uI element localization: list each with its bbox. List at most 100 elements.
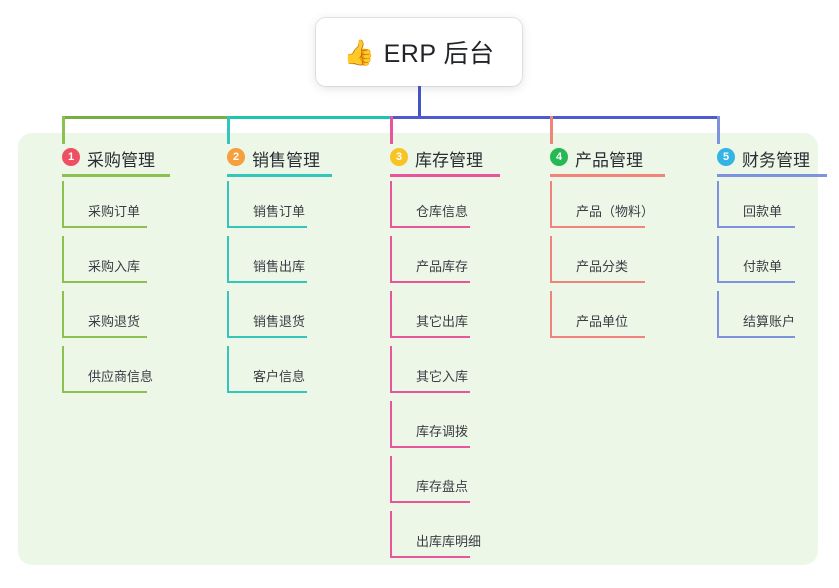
leaf-label: 其它入库 [416, 369, 469, 384]
column-badge-5: 5 [717, 148, 735, 166]
column-header-1[interactable]: 1 采购管理 [40, 140, 170, 177]
list-item[interactable]: 供应商信息 [62, 346, 153, 401]
trunk-segment-teal [227, 116, 390, 119]
leaf-underline [390, 556, 470, 558]
leaf-label: 销售退货 [253, 314, 306, 329]
column-underline-2 [227, 174, 332, 177]
list-item[interactable]: 产品库存 [390, 236, 470, 291]
list-item[interactable]: 其它出库 [390, 291, 470, 346]
leaf-label: 库存调拨 [416, 424, 469, 439]
leaf-spine [717, 181, 719, 228]
leaf-spine [227, 236, 229, 283]
leaf-underline [717, 226, 795, 228]
list-item[interactable]: 回款单 [717, 181, 795, 236]
leaf-underline [550, 281, 645, 283]
leaf-label: 销售订单 [253, 204, 306, 219]
leaf-spine [390, 236, 392, 283]
leaf-label: 采购退货 [88, 314, 141, 329]
list-item[interactable]: 销售订单 [227, 181, 307, 236]
column-header-5[interactable]: 5 财务管理 [695, 140, 827, 177]
list-item[interactable]: 出库库明细 [390, 511, 481, 566]
leaf-underline [390, 281, 470, 283]
leaf-spine [390, 181, 392, 228]
leaf-spine [227, 291, 229, 338]
leaf-label: 结算账户 [743, 314, 796, 329]
list-item[interactable]: 库存调拨 [390, 401, 470, 456]
column-badge-1: 1 [62, 148, 80, 166]
leaf-label: 出库库明细 [416, 534, 482, 549]
leaf-label: 回款单 [743, 204, 783, 219]
column-badge-2: 2 [227, 148, 245, 166]
list-item[interactable]: 客户信息 [227, 346, 307, 401]
column-header-2[interactable]: 2 销售管理 [205, 140, 332, 177]
column-drop-line-2 [227, 116, 230, 144]
column-drop-line-3 [390, 116, 393, 144]
leaf-underline [390, 226, 470, 228]
list-item[interactable]: 付款单 [717, 236, 795, 291]
leaf-spine [390, 456, 392, 503]
list-item[interactable]: 采购退货 [62, 291, 147, 346]
leaf-label: 客户信息 [253, 369, 306, 384]
leaf-spine [62, 346, 64, 393]
leaf-spine [390, 346, 392, 393]
list-item[interactable]: 产品分类 [550, 236, 645, 291]
leaf-underline [390, 446, 470, 448]
root-stem-line [418, 86, 421, 119]
diagram-panel [18, 133, 818, 565]
leaf-spine [62, 291, 64, 338]
thumbs-up-icon: 👍 [343, 38, 375, 67]
leaf-underline [390, 336, 470, 338]
leaf-spine [62, 181, 64, 228]
list-item[interactable]: 销售出库 [227, 236, 307, 291]
leaf-spine [390, 511, 392, 558]
leaf-label: 仓库信息 [416, 204, 469, 219]
leaf-spine [717, 291, 719, 338]
column-5: 5 财务管理回款单付款单结算账户 [695, 140, 827, 338]
list-item[interactable]: 销售退货 [227, 291, 307, 346]
root-title: ERP 后台 [383, 40, 495, 68]
leaf-label: 其它出库 [416, 314, 469, 329]
root-node[interactable]: 👍 ERP 后台 [316, 18, 522, 86]
leaf-spine [227, 181, 229, 228]
leaf-underline [550, 336, 645, 338]
list-item[interactable]: 其它入库 [390, 346, 470, 401]
leaf-label: 库存盘点 [416, 479, 469, 494]
list-item[interactable]: 采购入库 [62, 236, 147, 291]
list-item[interactable]: 结算账户 [717, 291, 795, 346]
leaf-label: 供应商信息 [88, 369, 154, 384]
leaf-underline [62, 226, 147, 228]
column-2: 2 销售管理销售订单销售出库销售退货客户信息 [205, 140, 332, 393]
column-title-5: 财务管理 [742, 151, 810, 170]
leaf-spine [227, 346, 229, 393]
leaf-underline [550, 226, 645, 228]
leaf-underline [717, 336, 795, 338]
column-drop-line-1 [62, 116, 65, 144]
column-underline-3 [390, 174, 500, 177]
column-title-2: 销售管理 [252, 151, 320, 170]
column-badge-4: 4 [550, 148, 568, 166]
list-item[interactable]: 采购订单 [62, 181, 147, 236]
trunk-segment-green [62, 116, 227, 119]
leaf-label: 产品（物料） [576, 204, 655, 219]
leaf-label: 采购订单 [88, 204, 141, 219]
list-item[interactable]: 仓库信息 [390, 181, 470, 236]
leaf-underline [390, 391, 470, 393]
list-item[interactable]: 产品单位 [550, 291, 645, 346]
leaf-underline [227, 226, 307, 228]
leaf-underline [227, 281, 307, 283]
column-underline-5 [717, 174, 827, 177]
column-drop-line-5 [717, 116, 720, 144]
column-drop-line-4 [550, 116, 553, 144]
column-title-1: 采购管理 [87, 151, 155, 170]
leaf-spine [62, 236, 64, 283]
leaf-spine [550, 291, 552, 338]
column-title-3: 库存管理 [415, 151, 483, 170]
leaf-label: 产品分类 [576, 259, 629, 274]
list-item[interactable]: 产品（物料） [550, 181, 654, 236]
list-item[interactable]: 库存盘点 [390, 456, 470, 511]
